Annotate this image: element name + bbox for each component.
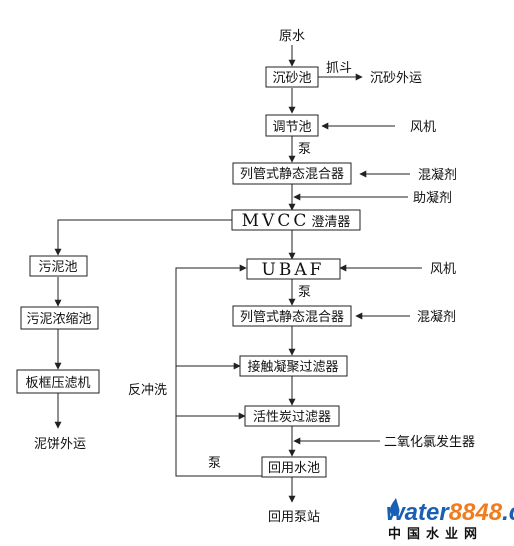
coagulant-aid-label: 助凝剂 <box>413 190 452 206</box>
static-mixer-2-box <box>232 305 352 327</box>
sludge-thickener-label: 污泥浓缩池 <box>26 311 91 327</box>
coagulant-2-label: 混凝剂 <box>417 309 456 325</box>
pump-2-label: 泵 <box>298 285 311 300</box>
static-mixer-1-label: 列管式静态混合器 <box>240 167 344 182</box>
flow-mvcc-to-sludge <box>54 219 232 256</box>
grit-chamber-box <box>265 66 319 88</box>
raw-water-label: 原水 <box>279 29 305 44</box>
equalization-tank-box <box>265 114 319 137</box>
reuse-tank-box <box>261 456 327 478</box>
static-mixer-2-label: 列管式静态混合器 <box>240 310 344 325</box>
carbon-filter-box <box>244 405 340 427</box>
backwash-label: 反冲洗 <box>128 383 167 398</box>
flow-backwash-return <box>175 264 262 477</box>
grit-chamber-label: 沉砂池 <box>272 71 311 86</box>
blower-2-label: 风机 <box>430 262 456 277</box>
water-drop-icon <box>389 498 400 517</box>
blower-1-label: 风机 <box>410 120 436 135</box>
ubaf-box <box>246 258 341 280</box>
mvcc-clarifier-box <box>231 209 361 231</box>
static-mixer-1-box <box>232 162 352 185</box>
svg-text:water8848.com: water8848.com <box>386 499 514 526</box>
cake-disposal-label: 泥饼外运 <box>34 437 86 452</box>
ubaf-label: UBAF <box>262 260 325 280</box>
clo2-generator-label: 二氧化氯发生器 <box>384 434 475 450</box>
grab-bucket-label: 抓斗 <box>326 61 352 76</box>
equalization-tank-label: 调节池 <box>272 120 311 135</box>
carbon-filter-label: 活性炭过滤器 <box>253 410 331 425</box>
contact-filter-label: 接触凝聚过滤器 <box>247 359 338 375</box>
reuse-tank-label: 回用水池 <box>268 461 320 476</box>
pump-3-label: 泵 <box>208 456 221 471</box>
svg-text:中国水业网: 中国水业网 <box>388 526 483 542</box>
sludge-tank-box <box>29 255 88 277</box>
contact-filter-box <box>239 355 348 377</box>
filter-press-label: 板框压滤机 <box>25 376 90 391</box>
sludge-tank-label: 污泥池 <box>38 260 77 275</box>
coagulant-1-label: 混凝剂 <box>418 167 457 183</box>
grit-out-label: 沉砂外运 <box>370 71 422 86</box>
watermark-logo: water8848.com 中国水业网 <box>386 498 514 542</box>
pump-1-label: 泵 <box>298 142 311 157</box>
sludge-thickener-box <box>20 306 99 330</box>
reuse-pump-station-label: 回用泵站 <box>268 510 320 525</box>
filter-press-box <box>16 369 100 394</box>
